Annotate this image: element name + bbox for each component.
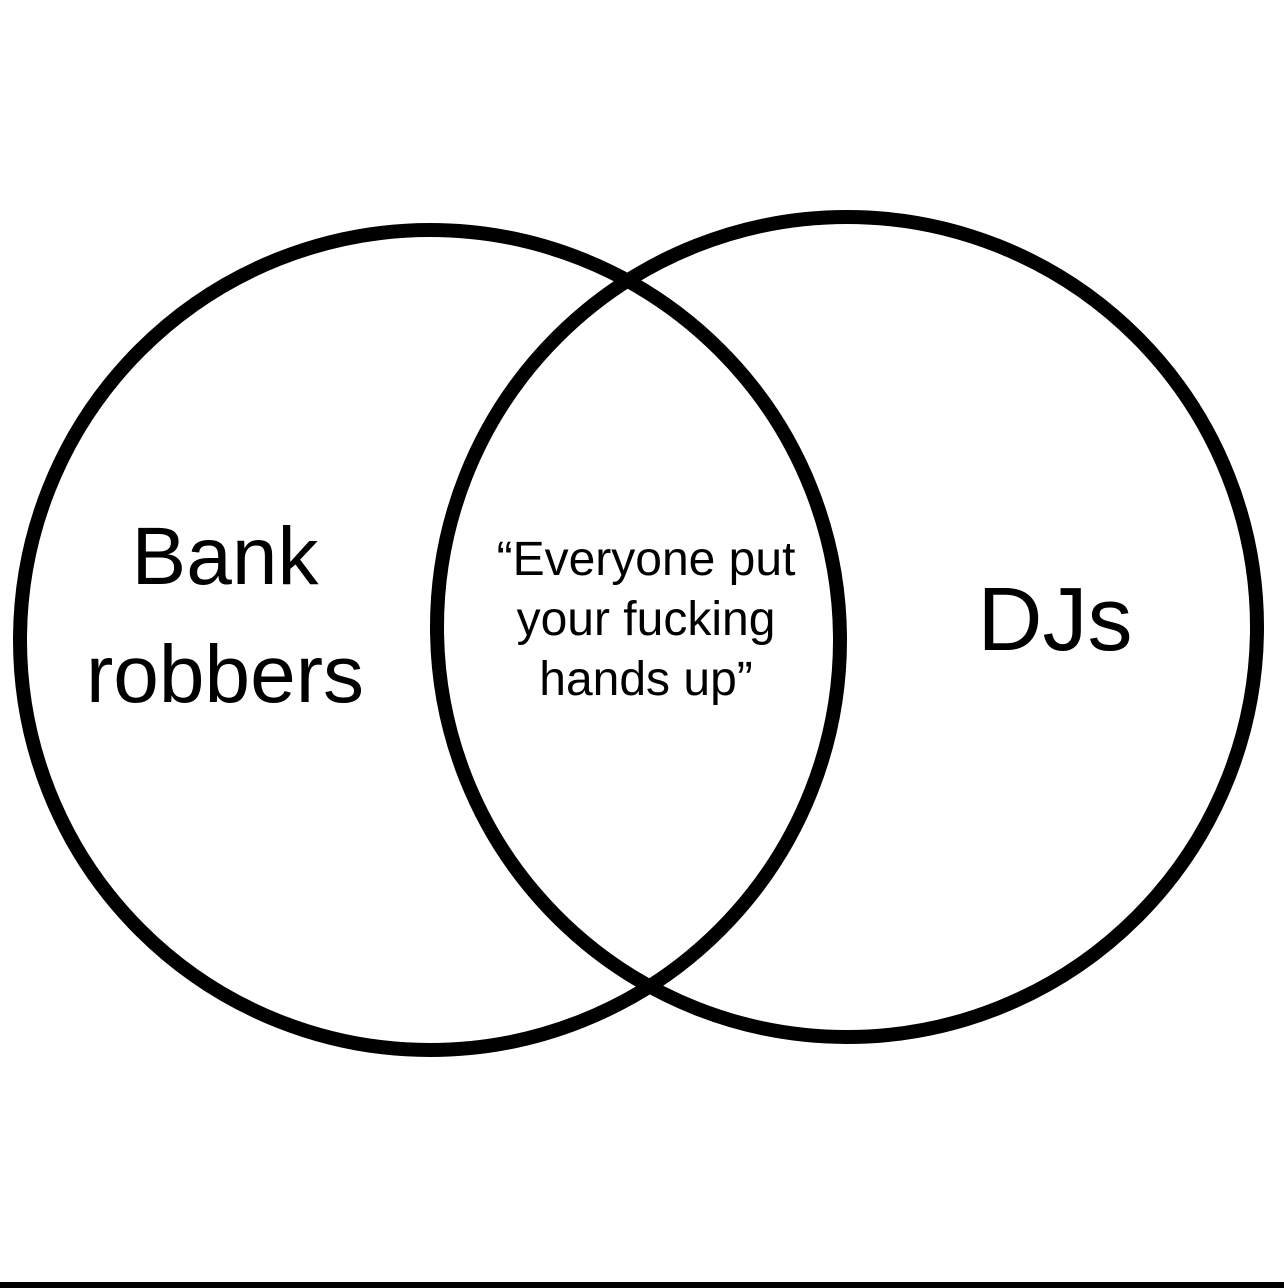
right-set-circle [430,210,1264,1044]
intersection-label-line-1: “Everyone put [496,533,796,586]
intersection-label-line-2: your fucking [516,593,776,646]
left-set-label-line-2: robbers [85,629,365,720]
left-set-circle [13,223,847,1057]
left-set-label-line-1: Bank [131,511,319,602]
bottom-border-rule [0,1282,1284,1288]
intersection-label: “Everyone put your fucking hands up” [446,530,846,710]
left-set-label: Bank robbers [30,498,420,734]
right-set-label: DJs [977,570,1133,670]
intersection-label-line-3: hands up” [539,653,753,706]
